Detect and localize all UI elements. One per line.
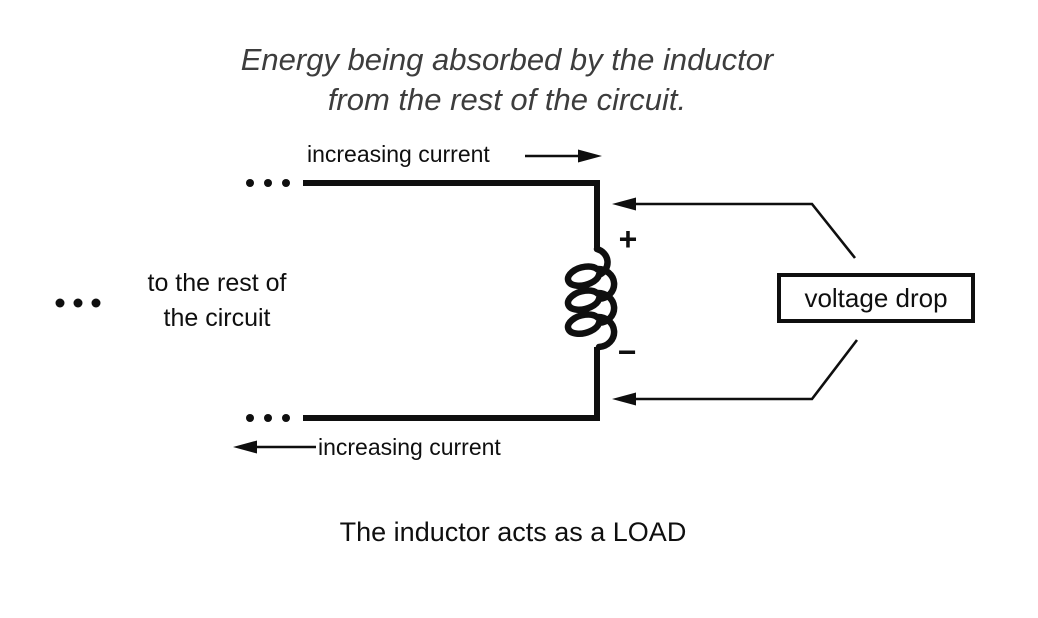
inductor-coil	[564, 245, 618, 351]
diagram-title: Energy being absorbed by the inductor fr…	[0, 40, 1014, 120]
rest-of-circuit-line1: to the rest of	[147, 269, 287, 297]
rest-of-circuit-label: to the rest of the circuit	[119, 266, 315, 336]
top-wire	[303, 180, 600, 249]
positive-terminal-label: +	[618, 221, 638, 257]
diagram-title-line2: from the rest of the circuit.	[327, 82, 687, 117]
continuation-dots-left-icon	[55, 298, 101, 308]
continuation-dots-bottom-icon	[246, 414, 290, 422]
diagram-title-line1: Energy being absorbed by the inductor	[240, 42, 774, 77]
continuation-dots-top-icon	[246, 179, 290, 187]
voltage-drop-pointer-bottom-icon	[612, 339, 859, 406]
arrow-left-icon	[233, 440, 316, 454]
bottom-wire	[303, 347, 600, 421]
arrow-right-icon	[525, 149, 602, 163]
voltage-drop-pointer-top-icon	[612, 197, 857, 259]
voltage-drop-box: voltage drop	[777, 273, 975, 323]
top-current-label: increasing current	[307, 141, 490, 167]
rest-of-circuit-line2: the circuit	[163, 304, 271, 332]
caption-text: The inductor acts as a LOAD	[339, 517, 687, 547]
voltage-drop-label: voltage drop	[804, 282, 948, 313]
negative-terminal-label: −	[617, 334, 637, 370]
bottom-current-label: increasing current	[318, 434, 501, 460]
